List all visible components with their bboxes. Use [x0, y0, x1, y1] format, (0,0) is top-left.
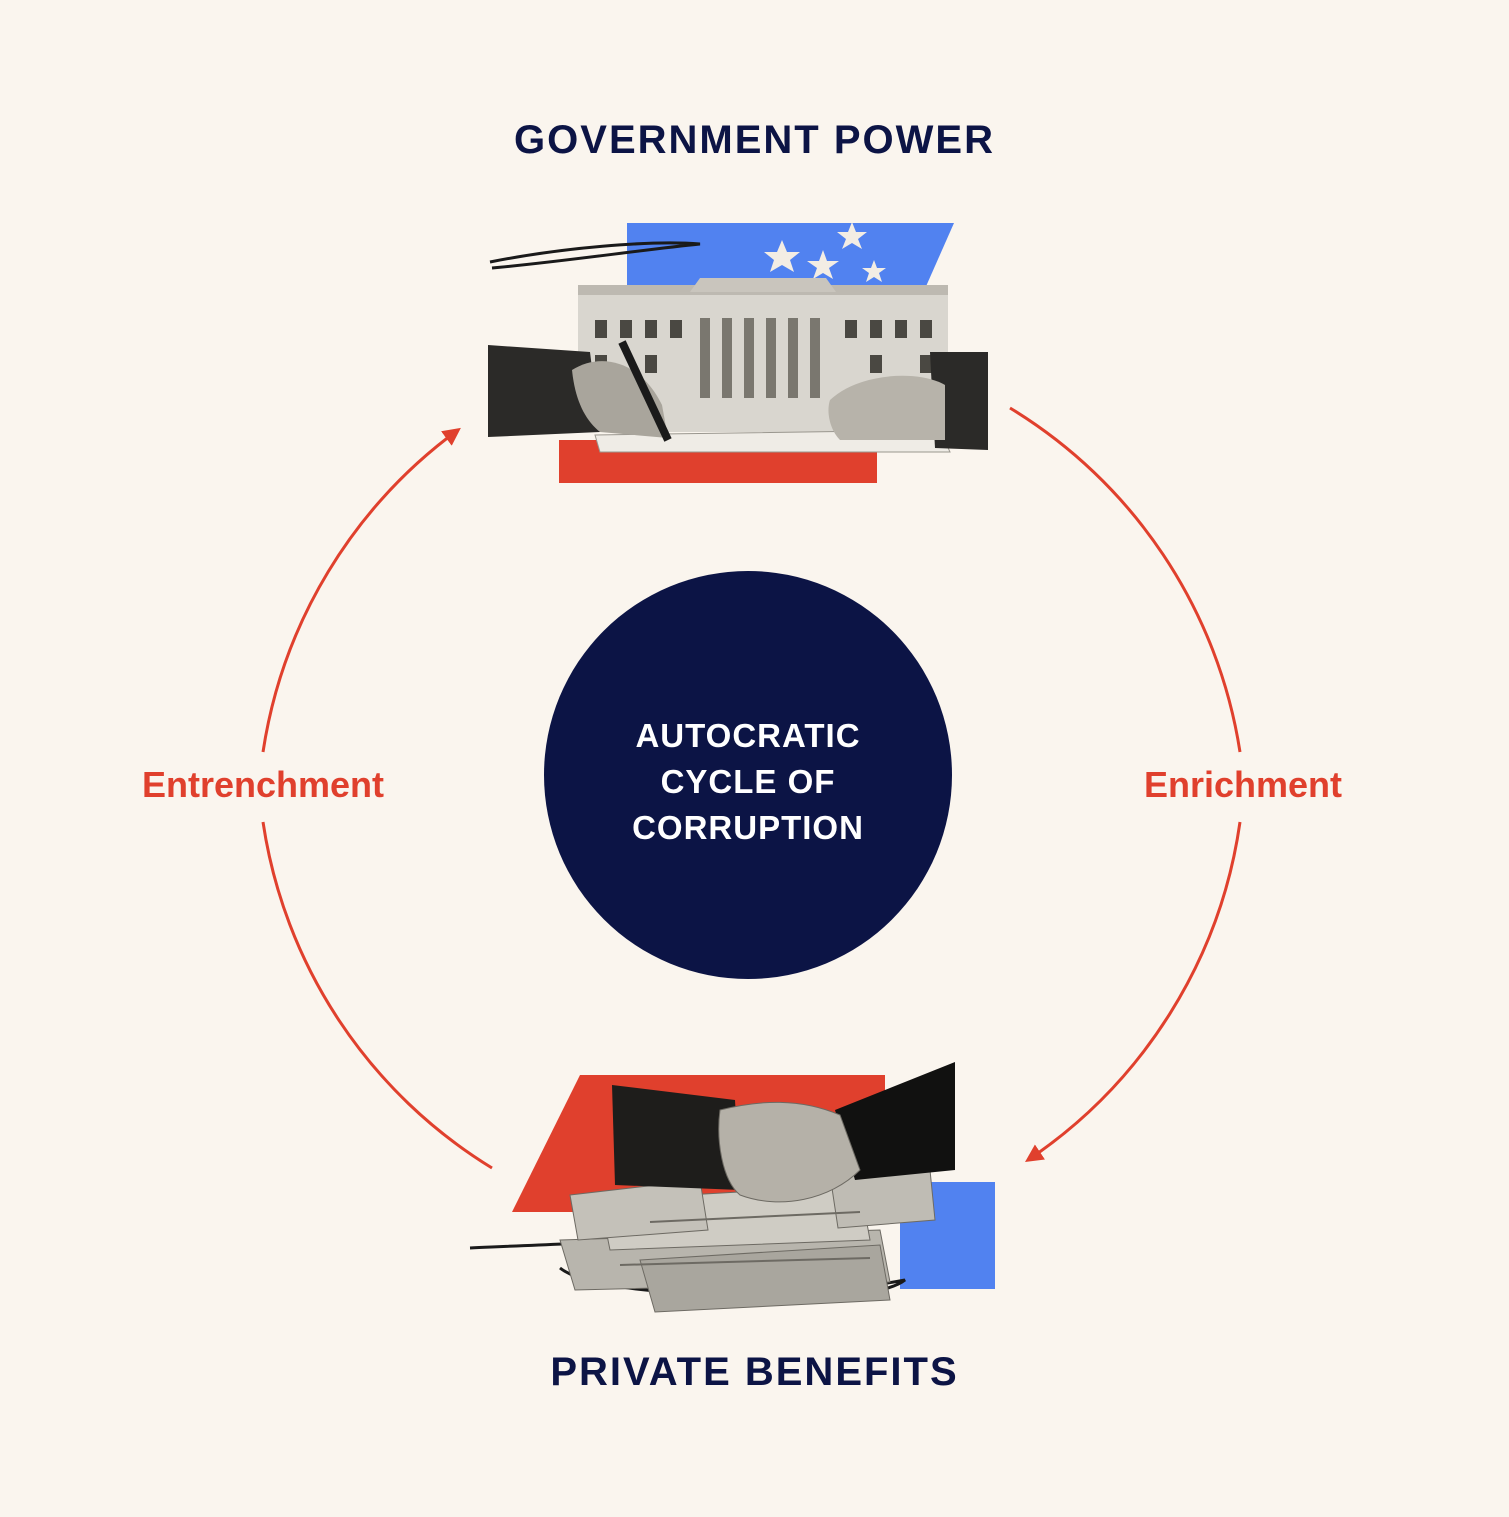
left-sleeve	[488, 345, 600, 437]
white-house-signing-illustration	[488, 222, 988, 483]
right-hand	[828, 375, 945, 440]
entrenchment-label: Entrenchment	[141, 764, 385, 805]
cycle-arrows	[261, 406, 1242, 1170]
arrow-right-bottom	[1025, 821, 1242, 1163]
handshake-money-illustration	[469, 1062, 995, 1313]
center-label-line: CYCLE OF	[660, 763, 836, 800]
arrow-right-top	[1009, 406, 1242, 753]
center-label-line: AUTOCRATIC	[635, 717, 861, 754]
center-circle	[544, 571, 952, 979]
arrow-left-top	[261, 427, 461, 753]
enrichment-label: Enrichment	[1143, 764, 1343, 805]
private-benefits-title: PRIVATE BENEFITS	[550, 1350, 959, 1394]
money-stacks-icon	[559, 1169, 936, 1313]
pen	[618, 340, 672, 442]
left-sleeve	[612, 1085, 740, 1190]
right-sleeve	[835, 1062, 955, 1180]
pen-scribble	[489, 241, 701, 270]
arrow-left-bottom	[261, 821, 493, 1170]
star-icon	[764, 222, 886, 282]
handshake-hands	[718, 1101, 861, 1203]
center-label-line: CORRUPTION	[632, 809, 864, 846]
government-power-title: GOVERNMENT POWER	[514, 118, 995, 162]
center-label: AUTOCRATIC CYCLE OF CORRUPTION	[548, 713, 948, 851]
